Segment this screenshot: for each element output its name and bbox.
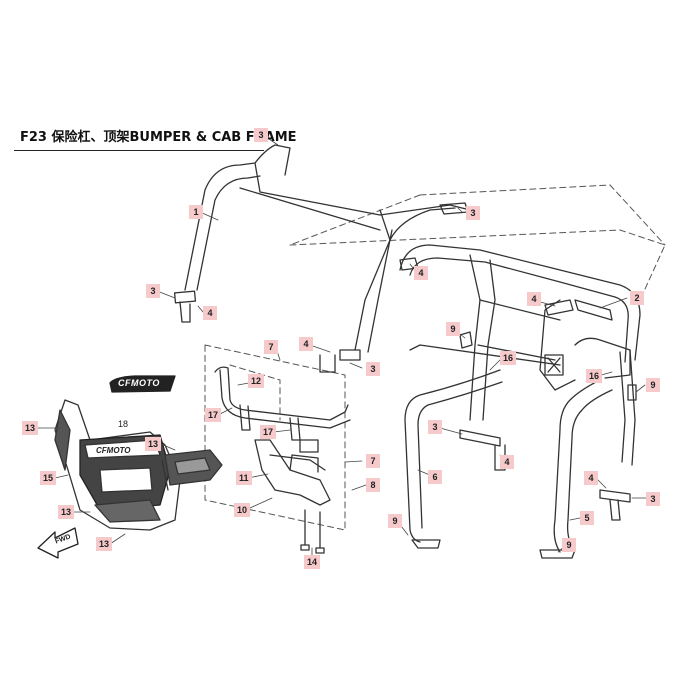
callout-7: 7 bbox=[264, 340, 278, 354]
fwd-arrow-shape bbox=[37, 527, 79, 559]
callout-3: 3 bbox=[646, 492, 660, 506]
light-housing bbox=[161, 449, 223, 491]
callout-11: 11 bbox=[236, 471, 252, 485]
callout-4: 4 bbox=[500, 455, 514, 469]
callout-3: 3 bbox=[466, 206, 480, 220]
callout-15: 15 bbox=[40, 471, 57, 485]
callout-13: 13 bbox=[145, 437, 162, 451]
callout-7: 7 bbox=[366, 454, 380, 468]
callout-1: 1 bbox=[189, 205, 203, 219]
callout-16: 16 bbox=[586, 369, 603, 383]
callout-3: 3 bbox=[366, 362, 380, 376]
callout-6: 6 bbox=[428, 470, 442, 484]
callout-14: 14 bbox=[304, 555, 321, 569]
callout-3: 3 bbox=[146, 284, 160, 298]
logo-plate-18 bbox=[109, 375, 176, 393]
callout-4: 4 bbox=[527, 292, 541, 306]
callout-10: 10 bbox=[234, 503, 251, 517]
mount-bracket-11 bbox=[254, 439, 331, 506]
callout-9: 9 bbox=[446, 322, 460, 336]
side-tube-6 bbox=[404, 369, 503, 549]
callout-17: 17 bbox=[205, 408, 222, 422]
dashed-outline-bracket bbox=[204, 344, 346, 531]
callout-13: 13 bbox=[22, 421, 39, 435]
callout-4: 4 bbox=[584, 471, 598, 485]
callout-17: 17 bbox=[260, 425, 277, 439]
cab-frame-rear bbox=[173, 144, 471, 373]
label-18: 18 bbox=[118, 419, 129, 429]
front-bumper-15 bbox=[54, 399, 181, 531]
callout-4: 4 bbox=[414, 266, 428, 280]
callout-3: 3 bbox=[428, 420, 442, 434]
grab-bar-12 bbox=[214, 366, 351, 441]
callout-16: 16 bbox=[500, 351, 517, 365]
callout-13: 13 bbox=[58, 505, 75, 519]
side-tube-5 bbox=[539, 379, 613, 559]
callout-3: 3 bbox=[254, 128, 268, 142]
callout-9: 9 bbox=[388, 514, 402, 528]
diagram-title-box: F23 保险杠、顶架BUMPER & CAB FRAME bbox=[14, 120, 297, 151]
bolts-14 bbox=[300, 509, 325, 554]
dashed-outline-roof bbox=[289, 184, 666, 301]
callout-13: 13 bbox=[96, 537, 113, 551]
callout-5: 5 bbox=[580, 511, 594, 525]
cab-hardware bbox=[399, 202, 637, 521]
callout-9: 9 bbox=[562, 538, 576, 552]
callout-4: 4 bbox=[299, 337, 313, 351]
callout-2: 2 bbox=[630, 291, 644, 305]
logo-plate-text: CFMOTO bbox=[118, 378, 160, 388]
callout-4: 4 bbox=[203, 306, 217, 320]
bumper-brand-text: CFMOTO bbox=[96, 446, 131, 455]
callout-12: 12 bbox=[248, 374, 265, 388]
callout-9: 9 bbox=[646, 378, 660, 392]
diagram-title: F23 保险杠、顶架BUMPER & CAB FRAME bbox=[20, 130, 297, 145]
callout-8: 8 bbox=[366, 478, 380, 492]
